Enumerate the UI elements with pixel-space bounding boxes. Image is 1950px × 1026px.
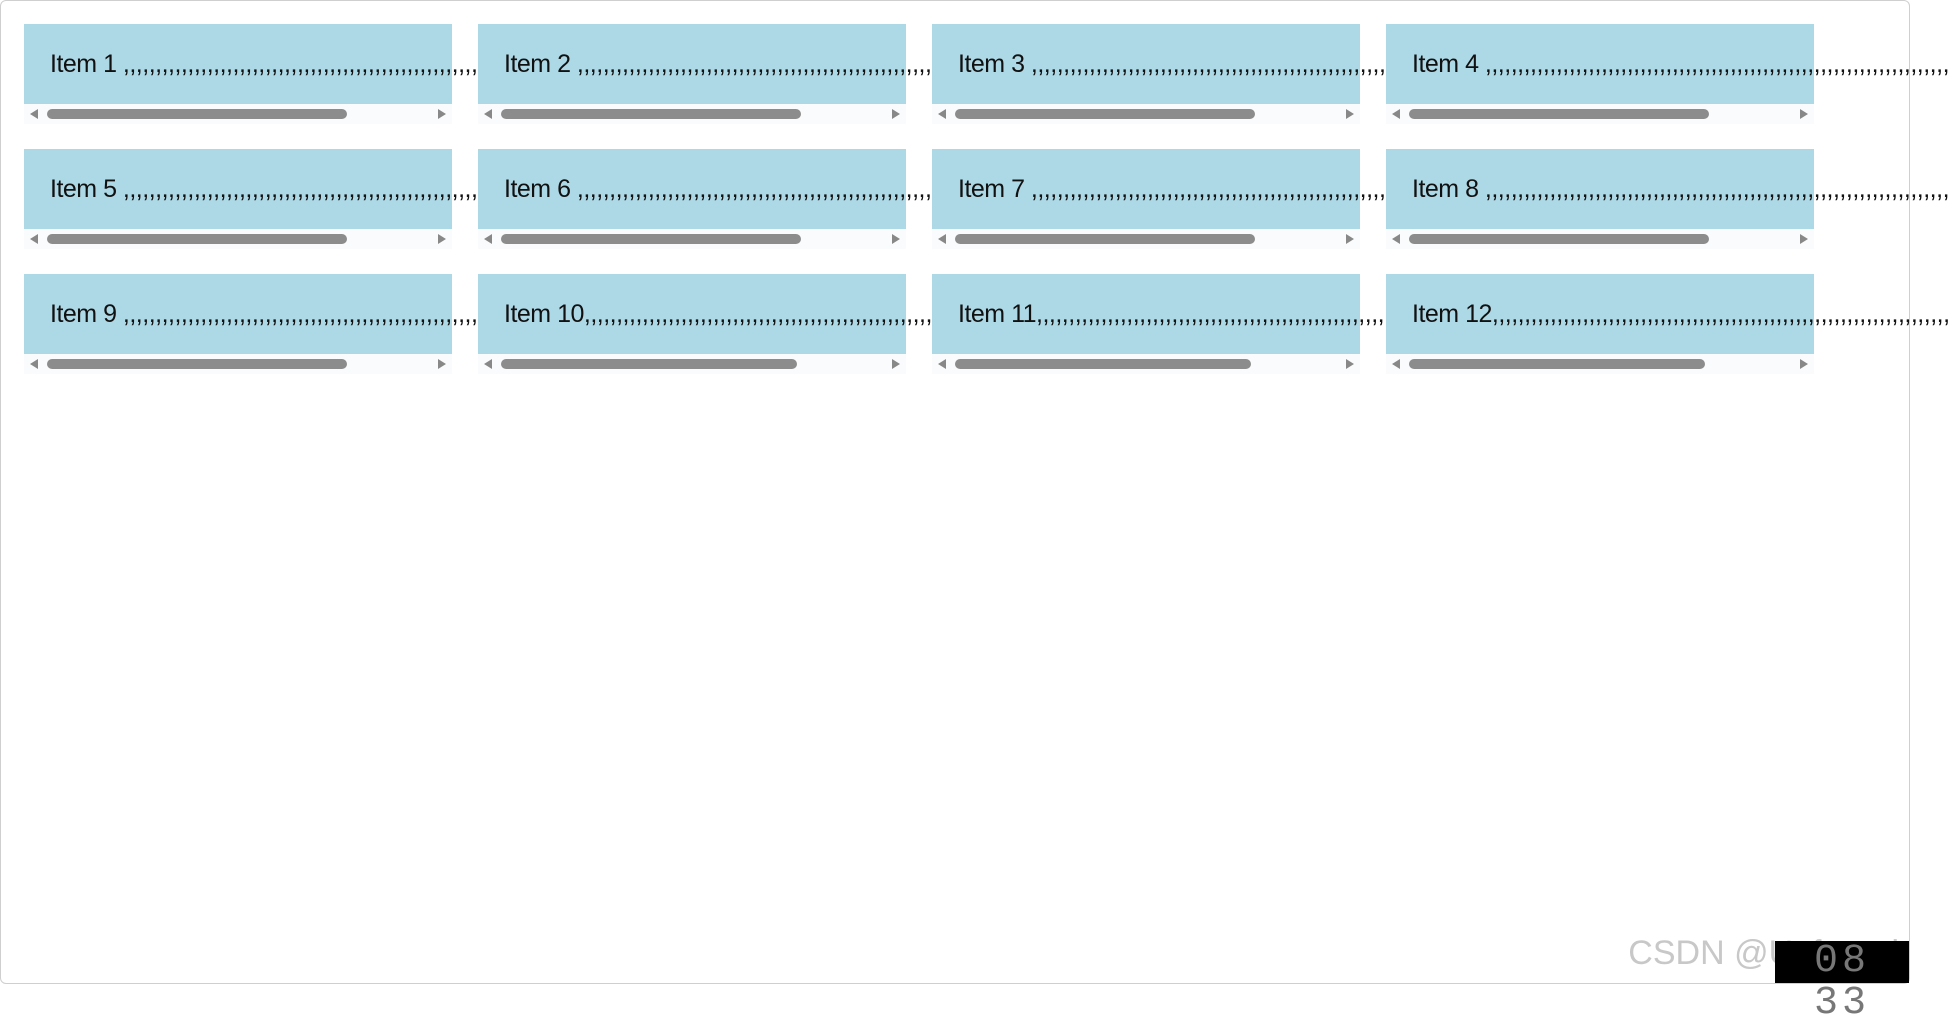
item-card-11[interactable]: Item 11,,,,,,,,,,,,,,,,,,,,,,,,,,,,,,,,,… (932, 274, 1494, 374)
scroll-right-arrow-icon[interactable] (892, 234, 900, 244)
scroll-right-arrow-icon[interactable] (892, 359, 900, 369)
item-label: Item 7 ,,,,,,,,,,,,,,,,,,,,,,,,,,,,,,,,,… (932, 149, 1496, 229)
item-label: Item 9 ,,,,,,,,,,,,,,,,,,,,,,,,,,,,,,,,,… (24, 274, 588, 354)
scroll-left-arrow-icon[interactable] (1392, 234, 1400, 244)
scrollbar-thumb[interactable] (1409, 234, 1709, 244)
scroll-right-arrow-icon[interactable] (1800, 359, 1808, 369)
scroll-left-arrow-icon[interactable] (1392, 359, 1400, 369)
item-label: Item 8 ,,,,,,,,,,,,,,,,,,,,,,,,,,,,,,,,,… (1386, 149, 1950, 229)
scroll-right-arrow-icon[interactable] (438, 234, 446, 244)
item-label: Item 11,,,,,,,,,,,,,,,,,,,,,,,,,,,,,,,,,… (932, 274, 1494, 354)
scroll-right-arrow-icon[interactable] (1346, 359, 1354, 369)
horizontal-scrollbar[interactable] (24, 354, 452, 374)
horizontal-scrollbar[interactable] (24, 104, 452, 124)
horizontal-scrollbar[interactable] (478, 104, 906, 124)
item-label: Item 10,,,,,,,,,,,,,,,,,,,,,,,,,,,,,,,,,… (478, 274, 1042, 354)
horizontal-scrollbar[interactable] (478, 354, 906, 374)
item-label: Item 5 ,,,,,,,,,,,,,,,,,,,,,,,,,,,,,,,,,… (24, 149, 588, 229)
horizontal-scrollbar[interactable] (1386, 104, 1814, 124)
horizontal-scrollbar[interactable] (1386, 229, 1814, 249)
scroll-left-arrow-icon[interactable] (30, 109, 38, 119)
horizontal-scrollbar[interactable] (24, 229, 452, 249)
item-card-10[interactable]: Item 10,,,,,,,,,,,,,,,,,,,,,,,,,,,,,,,,,… (478, 274, 1042, 374)
scroll-left-arrow-icon[interactable] (484, 234, 492, 244)
scrollbar-thumb[interactable] (1409, 359, 1705, 369)
scrollbar-thumb[interactable] (47, 109, 347, 119)
scroll-right-arrow-icon[interactable] (1346, 109, 1354, 119)
scrollbar-thumb[interactable] (955, 234, 1255, 244)
scroll-right-arrow-icon[interactable] (892, 109, 900, 119)
scroll-left-arrow-icon[interactable] (938, 109, 946, 119)
scrollbar-thumb[interactable] (47, 359, 347, 369)
item-grid: Item 1 ,,,,,,,,,,,,,,,,,,,,,,,,,,,,,,,,,… (24, 24, 1950, 374)
scrollbar-thumb[interactable] (1409, 109, 1709, 119)
item-card-6[interactable]: Item 6 ,,,,,,,,,,,,,,,,,,,,,,,,,,,,,,,,,… (478, 149, 1042, 249)
horizontal-scrollbar[interactable] (478, 229, 906, 249)
item-label: Item 2 ,,,,,,,,,,,,,,,,,,,,,,,,,,,,,,,,,… (478, 24, 1042, 104)
scroll-left-arrow-icon[interactable] (938, 234, 946, 244)
scroll-left-arrow-icon[interactable] (938, 359, 946, 369)
item-label: Item 3 ,,,,,,,,,,,,,,,,,,,,,,,,,,,,,,,,,… (932, 24, 1496, 104)
item-card-4[interactable]: Item 4 ,,,,,,,,,,,,,,,,,,,,,,,,,,,,,,,,,… (1386, 24, 1950, 124)
scroll-right-arrow-icon[interactable] (1346, 234, 1354, 244)
item-card-2[interactable]: Item 2 ,,,,,,,,,,,,,,,,,,,,,,,,,,,,,,,,,… (478, 24, 1042, 124)
scroll-left-arrow-icon[interactable] (484, 359, 492, 369)
item-card-12[interactable]: Item 12,,,,,,,,,,,,,,,,,,,,,,,,,,,,,,,,,… (1386, 274, 1950, 374)
scroll-left-arrow-icon[interactable] (1392, 109, 1400, 119)
scrollbar-thumb[interactable] (501, 234, 801, 244)
horizontal-scrollbar[interactable] (1386, 354, 1814, 374)
scroll-left-arrow-icon[interactable] (30, 359, 38, 369)
item-card-5[interactable]: Item 5 ,,,,,,,,,,,,,,,,,,,,,,,,,,,,,,,,,… (24, 149, 588, 249)
scroll-right-arrow-icon[interactable] (1800, 109, 1808, 119)
item-label: Item 12,,,,,,,,,,,,,,,,,,,,,,,,,,,,,,,,,… (1386, 274, 1950, 354)
item-card-3[interactable]: Item 3 ,,,,,,,,,,,,,,,,,,,,,,,,,,,,,,,,,… (932, 24, 1496, 124)
scrollbar-thumb[interactable] (501, 359, 797, 369)
scrollbar-thumb[interactable] (501, 109, 801, 119)
scroll-left-arrow-icon[interactable] (484, 109, 492, 119)
item-label: Item 1 ,,,,,,,,,,,,,,,,,,,,,,,,,,,,,,,,,… (24, 24, 588, 104)
scrollbar-thumb[interactable] (47, 234, 347, 244)
item-card-8[interactable]: Item 8 ,,,,,,,,,,,,,,,,,,,,,,,,,,,,,,,,,… (1386, 149, 1950, 249)
scroll-right-arrow-icon[interactable] (438, 109, 446, 119)
item-card-1[interactable]: Item 1 ,,,,,,,,,,,,,,,,,,,,,,,,,,,,,,,,,… (24, 24, 588, 124)
scroll-right-arrow-icon[interactable] (1800, 234, 1808, 244)
item-label: Item 4 ,,,,,,,,,,,,,,,,,,,,,,,,,,,,,,,,,… (1386, 24, 1950, 104)
item-card-9[interactable]: Item 9 ,,,,,,,,,,,,,,,,,,,,,,,,,,,,,,,,,… (24, 274, 588, 374)
item-card-7[interactable]: Item 7 ,,,,,,,,,,,,,,,,,,,,,,,,,,,,,,,,,… (932, 149, 1496, 249)
horizontal-scrollbar[interactable] (932, 354, 1360, 374)
scroll-right-arrow-icon[interactable] (438, 359, 446, 369)
scrollbar-thumb[interactable] (955, 109, 1255, 119)
item-label: Item 6 ,,,,,,,,,,,,,,,,,,,,,,,,,,,,,,,,,… (478, 149, 1042, 229)
horizontal-scrollbar[interactable] (932, 229, 1360, 249)
horizontal-scrollbar[interactable] (932, 104, 1360, 124)
scrollbar-thumb[interactable] (955, 359, 1251, 369)
scroll-left-arrow-icon[interactable] (30, 234, 38, 244)
clock-overlay: 08 33 (1775, 941, 1909, 1025)
